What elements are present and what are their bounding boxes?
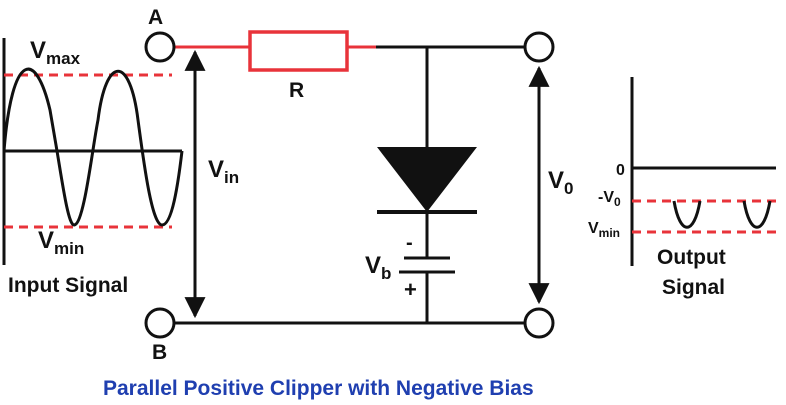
terminal-a [144, 31, 176, 63]
battery-plus-label: + [404, 277, 417, 302]
output-caption-line1: Output [657, 246, 726, 269]
vmin-label: Vmin [38, 227, 84, 258]
output-zero-label: 0 [616, 162, 625, 179]
terminal-b [144, 307, 176, 339]
input-sine-wave [2, 67, 184, 227]
neg-v0-label: -V0 [598, 189, 621, 209]
output-caption-line2: Signal [662, 276, 725, 299]
input-signal: Vmax Vmin Input Signal [2, 37, 184, 297]
terminal-out-bottom [523, 307, 555, 339]
resistor-label: R [289, 79, 304, 102]
diode-triangle [377, 147, 477, 212]
output-signal: 0 -V0 Vmin Output Signal [588, 77, 782, 299]
input-signal-caption: Input Signal [8, 274, 128, 297]
terminal-out-top [523, 31, 555, 63]
battery-minus-label: - [406, 232, 413, 254]
v0-label: V0 [548, 167, 573, 198]
output-clipped-dip-1 [672, 200, 702, 229]
circuit: A B R Vin V0 Vb - + [144, 6, 573, 364]
vb-label: Vb [365, 252, 391, 283]
output-clipped-dip-2 [742, 200, 772, 229]
diagram-title: Parallel Positive Clipper with Negative … [103, 377, 534, 400]
terminal-b-label: B [152, 341, 167, 364]
terminal-a-label: A [148, 6, 163, 29]
vin-label: Vin [208, 156, 239, 187]
output-vmin-label: Vmin [588, 220, 620, 240]
resistor [248, 30, 349, 72]
vmax-label: Vmax [30, 37, 81, 68]
